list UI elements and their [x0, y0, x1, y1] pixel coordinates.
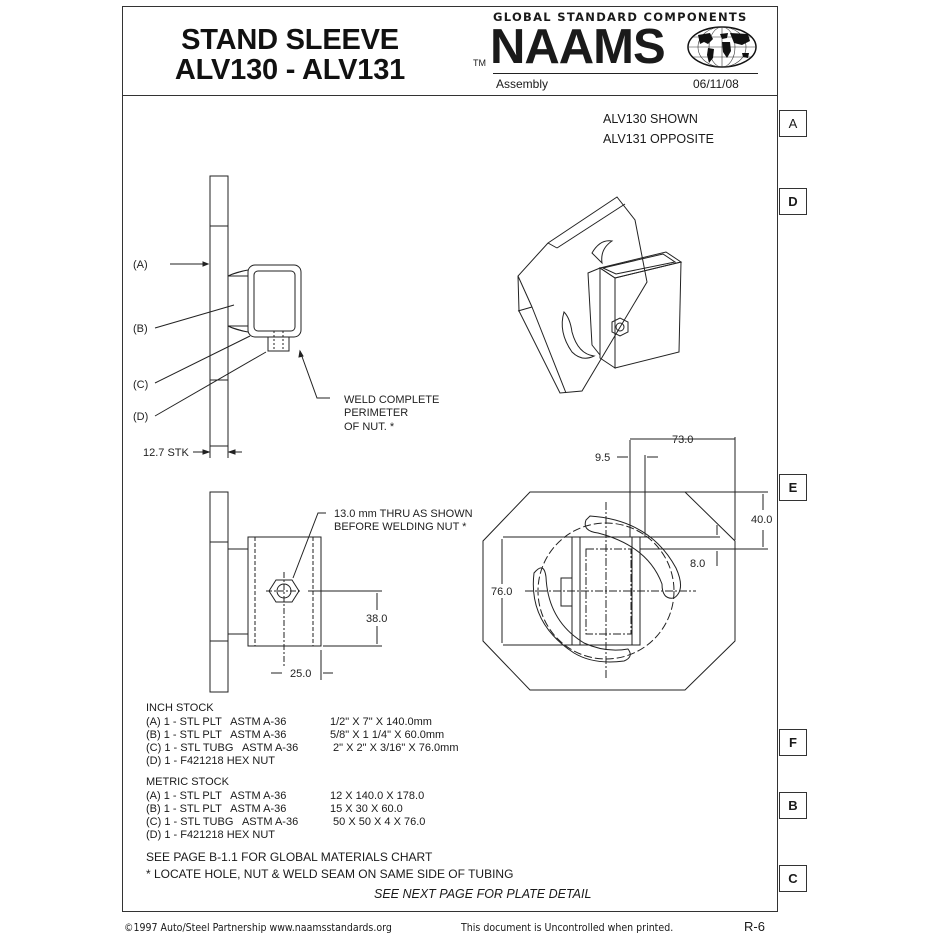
inch-size-a: 1/2" X 7" X 140.0mm [330, 716, 432, 728]
drawing-title: STAND SLEEVE [181, 24, 399, 56]
metric-size-c: 50 X 50 X 4 X 76.0 [330, 816, 426, 828]
locate-note: * LOCATE HOLE, NUT & WELD SEAM ON SAME S… [146, 867, 514, 881]
metric-item-b: (B) 1 - STL PLT ASTM A-36 [146, 803, 287, 815]
side-tab-a[interactable]: A [779, 110, 807, 137]
logo-tagline: GLOBAL STANDARD COMPONENTS [493, 10, 748, 24]
inch-item-d: (D) 1 - F421218 HEX NUT [146, 755, 275, 767]
metric-size-b: 15 X 30 X 60.0 [330, 803, 403, 815]
hole-note-1: 13.0 mm THRU AS SHOWN [334, 508, 473, 520]
front-view-drawing [209, 491, 382, 693]
variant-note-shown: ALV130 SHOWN [603, 112, 698, 126]
dim-38: 38.0 [366, 613, 387, 625]
side-view-drawing [154, 175, 330, 458]
drawing-part-numbers: ALV130 - ALV131 [174, 54, 406, 86]
metric-size-a: 12 X 140.0 X 178.0 [330, 790, 425, 802]
inch-item-b: (B) 1 - STL PLT ASTM A-36 [146, 729, 287, 741]
weld-note-3: OF NUT. * [344, 421, 395, 433]
dim-9-5: 9.5 [595, 452, 610, 464]
metric-item-c: (C) 1 - STL TUBG ASTM A-36 [146, 816, 299, 828]
footer-disclaimer: This document is Uncontrolled when print… [461, 922, 674, 934]
metric-item-d: (D) 1 - F421218 HEX NUT [146, 829, 275, 841]
page-number: R-6 [744, 919, 765, 934]
side-tab-d[interactable]: D [779, 188, 807, 215]
next-page-note: SEE NEXT PAGE FOR PLATE DETAIL [374, 887, 592, 901]
callout-b: (B) [133, 323, 148, 335]
inch-item-c: (C) 1 - STL TUBG ASTM A-36 [146, 742, 299, 754]
inch-stock-heading: INCH STOCK [146, 702, 214, 714]
isometric-view-drawing [517, 196, 683, 394]
document-date: 06/11/08 [693, 77, 739, 91]
dim-73: 73.0 [672, 434, 693, 446]
weld-note-2: PERIMETER [344, 407, 408, 419]
footer-copyright: ©1997 Auto/Steel Partnership www.naamsst… [124, 922, 392, 934]
side-tab-f[interactable]: F [779, 729, 807, 756]
naams-logo: NAAMS [490, 20, 666, 74]
world-globe-icon [687, 26, 757, 68]
hole-note-2: BEFORE WELDING NUT * [334, 521, 467, 533]
callout-c: (C) [133, 379, 148, 391]
callout-a: (A) [133, 259, 148, 271]
materials-chart-note: SEE PAGE B-1.1 FOR GLOBAL MATERIALS CHAR… [146, 850, 433, 864]
thickness-dim: 12.7 STK [143, 447, 190, 459]
inch-item-a: (A) 1 - STL PLT ASTM A-36 [146, 716, 287, 728]
side-tab-b[interactable]: B [779, 792, 807, 819]
drawing-frame [122, 6, 778, 912]
side-tab-c[interactable]: C [779, 865, 807, 892]
variant-note-opposite: ALV131 OPPOSITE [603, 132, 714, 146]
header-separator [122, 95, 778, 96]
dim-25: 25.0 [290, 668, 311, 680]
logo-underline [493, 73, 758, 74]
dim-76: 76.0 [491, 586, 512, 598]
trademark-mark: TM [473, 58, 486, 68]
top-view-drawing [482, 437, 768, 691]
callout-d: (D) [133, 411, 148, 423]
document-type: Assembly [496, 77, 549, 91]
weld-note-1: WELD COMPLETE [344, 394, 439, 406]
side-tab-e[interactable]: E [779, 474, 807, 501]
inch-size-c: 2" X 2" X 3/16" X 76.0mm [330, 742, 459, 754]
metric-stock-heading: METRIC STOCK [146, 776, 229, 788]
dim-8: 8.0 [690, 558, 705, 570]
dim-40: 40.0 [751, 514, 772, 526]
metric-item-a: (A) 1 - STL PLT ASTM A-36 [146, 790, 287, 802]
inch-size-b: 5/8" X 1 1/4" X 60.0mm [330, 729, 445, 741]
